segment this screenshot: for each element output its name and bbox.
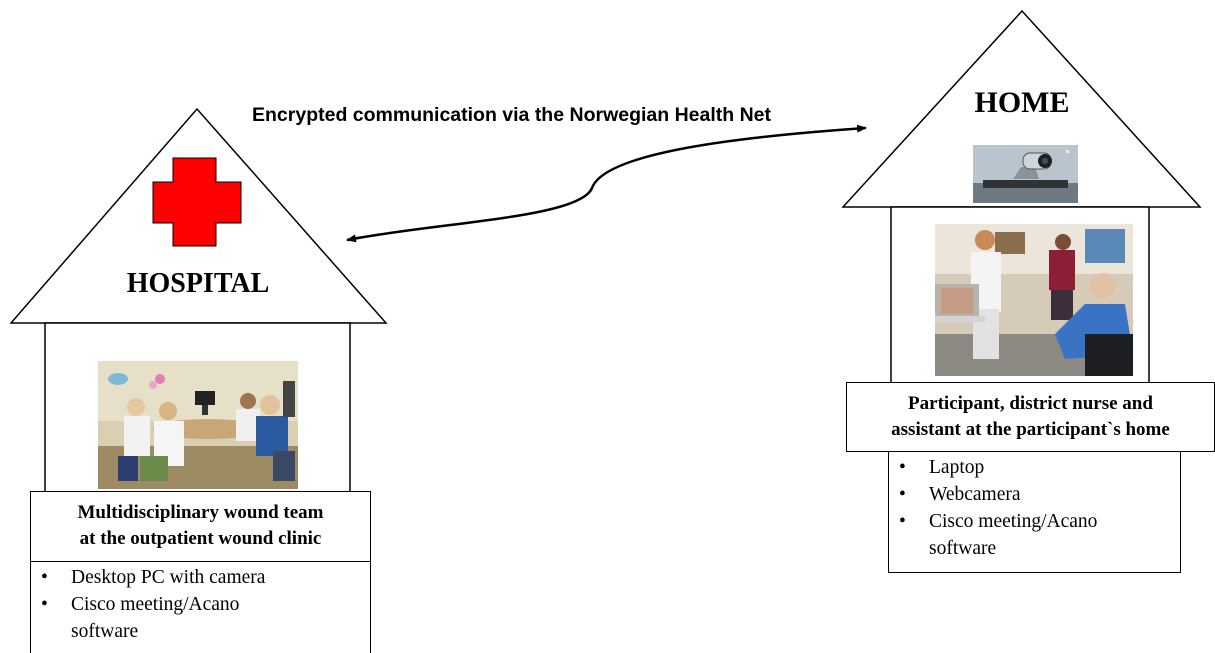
hospital-equipment-item-1: Desktop PC with camera	[71, 567, 266, 588]
list-item: •Webcamera	[899, 484, 1021, 505]
home-label-line-2: assistant at the participant`s home	[891, 419, 1170, 440]
hospital-label-line-1: Multidisciplinary wound team	[77, 502, 324, 523]
list-item: •Laptop	[899, 457, 985, 478]
hospital-label-line-2: at the outpatient wound clinic	[79, 528, 322, 549]
hospital-team-videoconference-photo	[98, 361, 298, 489]
home-equipment-item-3: Cisco meeting/Acano software	[929, 511, 1098, 559]
hospital-label-box: Multidisciplinary wound team at the outp…	[30, 491, 371, 562]
webcam-icon	[973, 145, 1078, 203]
home-label-line-1: Participant, district nurse and	[908, 393, 1153, 414]
list-item: •Cisco meeting/Acano software	[899, 511, 1098, 559]
hospital-title: HOSPITAL	[126, 268, 270, 299]
home-equipment-item-1: Laptop	[929, 457, 985, 478]
home-label-box: Participant, district nurse and assistan…	[846, 382, 1215, 452]
red-cross-icon	[152, 157, 242, 247]
list-item: •Desktop PC with camera	[41, 567, 266, 588]
home-title: HOME	[974, 86, 1070, 119]
home-equipment-item-2: Webcamera	[929, 484, 1021, 505]
hospital-equipment-item-2: Cisco meeting/Acano software	[71, 594, 240, 642]
connection-caption: Encrypted communication via the Norwegia…	[252, 104, 772, 126]
list-item: •Cisco meeting/Acano software	[41, 594, 240, 642]
home-participant-photo	[935, 224, 1133, 376]
hospital-equipment-list: •Desktop PC with camera •Cisco meeting/A…	[30, 561, 371, 653]
home-equipment-list: •Laptop •Webcamera •Cisco meeting/Acano …	[888, 451, 1181, 573]
